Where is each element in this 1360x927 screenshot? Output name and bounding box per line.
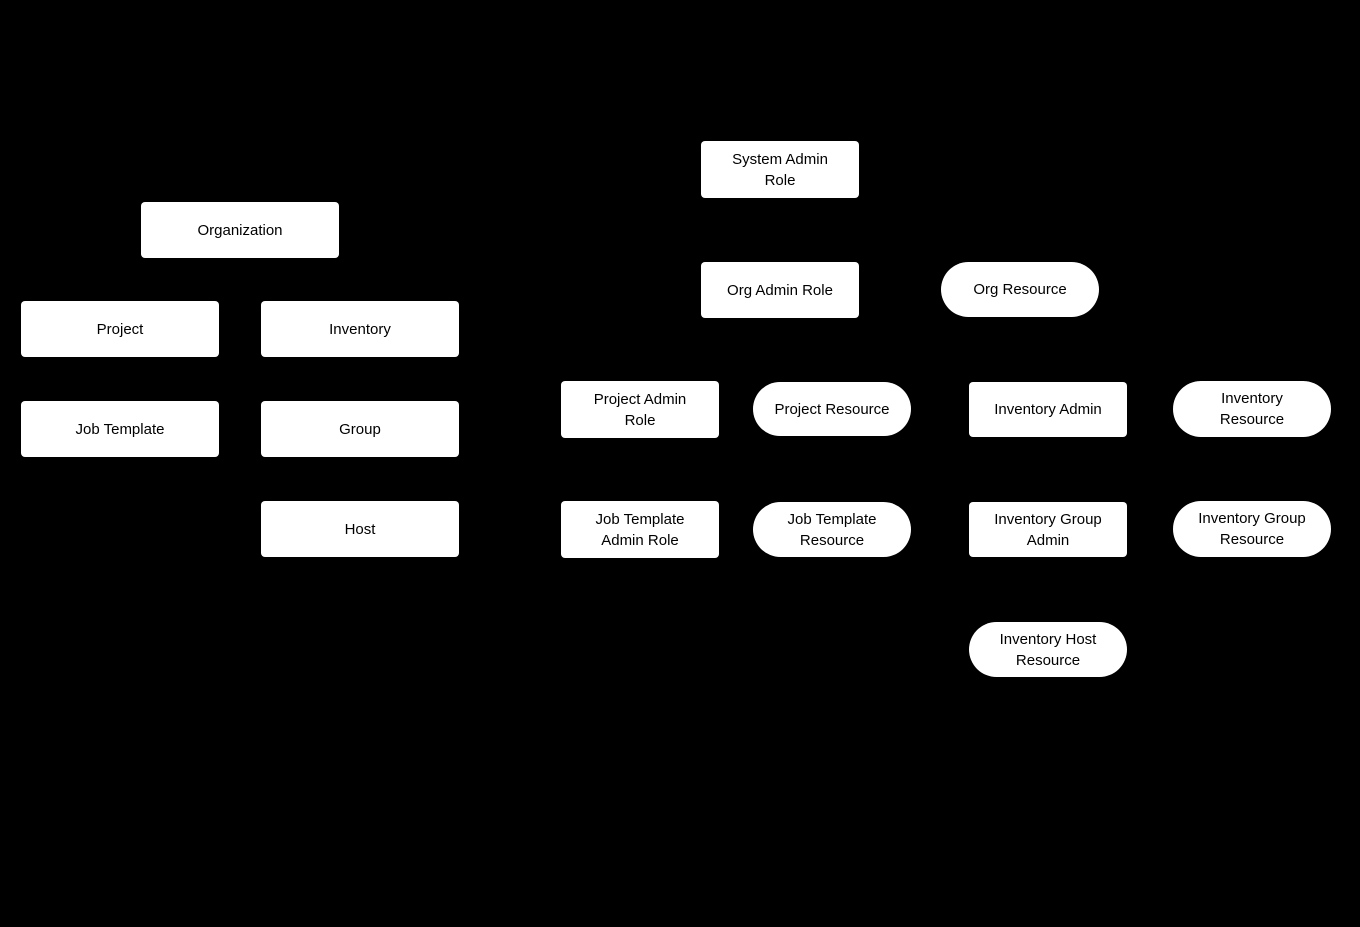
node-inventory-host-resource: Inventory Host Resource: [969, 622, 1127, 677]
node-job-template-admin-role: Job Template Admin Role: [561, 501, 719, 558]
node-inventory: Inventory: [261, 301, 459, 357]
node-inventory-group-admin: Inventory Group Admin: [969, 502, 1127, 557]
node-organization: Organization: [141, 202, 339, 258]
node-host: Host: [261, 501, 459, 557]
node-project: Project: [21, 301, 219, 357]
node-project-resource: Project Resource: [753, 382, 911, 436]
node-inventory-resource: Inventory Resource: [1173, 381, 1331, 437]
node-inventory-group-resource: Inventory Group Resource: [1173, 501, 1331, 557]
node-org-admin-role: Org Admin Role: [701, 262, 859, 318]
node-job-template-resource: Job Template Resource: [753, 502, 911, 557]
node-org-resource: Org Resource: [941, 262, 1099, 317]
node-system-admin-role: System Admin Role: [701, 141, 859, 198]
node-project-admin-role: Project Admin Role: [561, 381, 719, 438]
node-inventory-admin: Inventory Admin: [969, 382, 1127, 437]
node-job-template: Job Template: [21, 401, 219, 457]
node-group: Group: [261, 401, 459, 457]
